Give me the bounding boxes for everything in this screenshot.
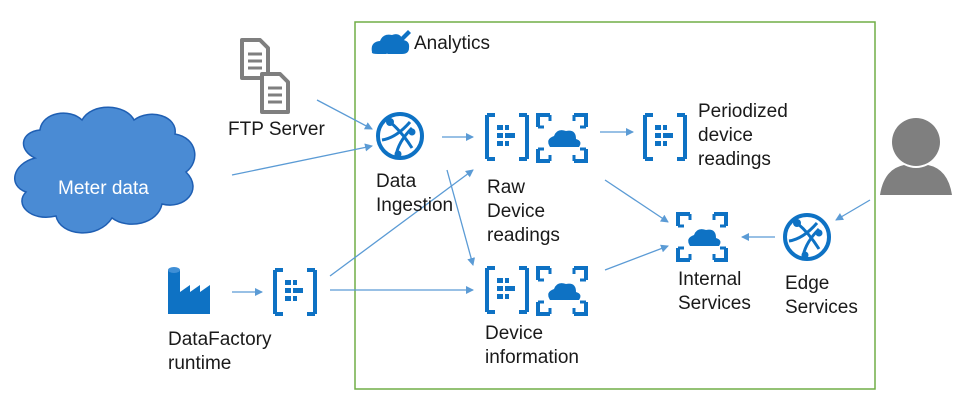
device-information-label: Device information xyxy=(485,322,579,370)
arrow-raw-to-internal xyxy=(604,179,669,223)
data-ingestion-label-line1: Data xyxy=(376,171,417,192)
data-ingestion-label-line2: Ingestion xyxy=(376,195,454,216)
datafactory-label-line2: runtime xyxy=(168,353,232,374)
raw-readings-table-icon xyxy=(485,113,529,161)
ftp-documents-icon xyxy=(240,38,290,114)
edge-services-label: Edge Services xyxy=(785,272,858,320)
arrow-dfoutput-to-raw xyxy=(329,169,474,277)
azure-cloud-icon: Azure xyxy=(371,30,411,60)
data-ingestion-label: Data Ingestion xyxy=(376,170,453,218)
periodized-readings-label: Periodized device readings xyxy=(698,100,788,172)
edge-services-line2: Services xyxy=(785,297,858,318)
edge-services-line1: Edge xyxy=(785,273,830,294)
user-icon xyxy=(880,118,952,195)
internal-services-line1: Internal xyxy=(678,269,742,290)
arrow-ftp-to-ingestion xyxy=(316,99,373,130)
periodized-line3: readings xyxy=(698,149,771,170)
internal-services-cloud-service-icon xyxy=(676,212,728,262)
ftp-server-label: FTP Server xyxy=(228,119,325,140)
raw-device-readings-line1: Raw xyxy=(487,177,526,198)
raw-device-readings-line2: Device xyxy=(487,201,546,222)
device-info-table-icon xyxy=(485,266,529,314)
azure-badge-text: Azure xyxy=(385,54,401,60)
data-ingestion-globe-icon xyxy=(376,112,424,160)
periodized-table-icon xyxy=(643,113,687,161)
periodized-line1: Periodized xyxy=(698,101,788,122)
periodized-line2: device xyxy=(698,125,753,146)
arrow-meter-to-ingestion xyxy=(231,143,373,176)
internal-services-line2: Services xyxy=(678,293,751,314)
raw-readings-cloud-service-icon xyxy=(536,113,588,163)
arrow-deviceinfo-to-internal xyxy=(604,244,669,271)
internal-services-label: Internal Services xyxy=(678,268,751,316)
analytics-region-border xyxy=(354,21,876,390)
device-information-line2: information xyxy=(485,347,579,368)
datafactory-label: DataFactory runtime xyxy=(168,328,271,376)
meter-data-label: Meter data xyxy=(58,178,149,199)
raw-device-readings-line3: readings xyxy=(487,225,560,246)
datafactory-output-table-icon xyxy=(273,268,317,316)
raw-device-readings-label: Raw Device readings xyxy=(487,176,560,248)
datafactory-factory-icon xyxy=(168,267,210,314)
arrow-user-to-edge xyxy=(835,199,871,221)
edge-services-globe-icon xyxy=(783,213,831,261)
device-information-line1: Device xyxy=(485,323,544,344)
analytics-region-title: Analytics xyxy=(414,33,491,54)
datafactory-label-line1: DataFactory xyxy=(168,329,272,350)
device-info-cloud-service-icon xyxy=(536,266,588,316)
meter-data-cloud-icon xyxy=(14,106,196,234)
